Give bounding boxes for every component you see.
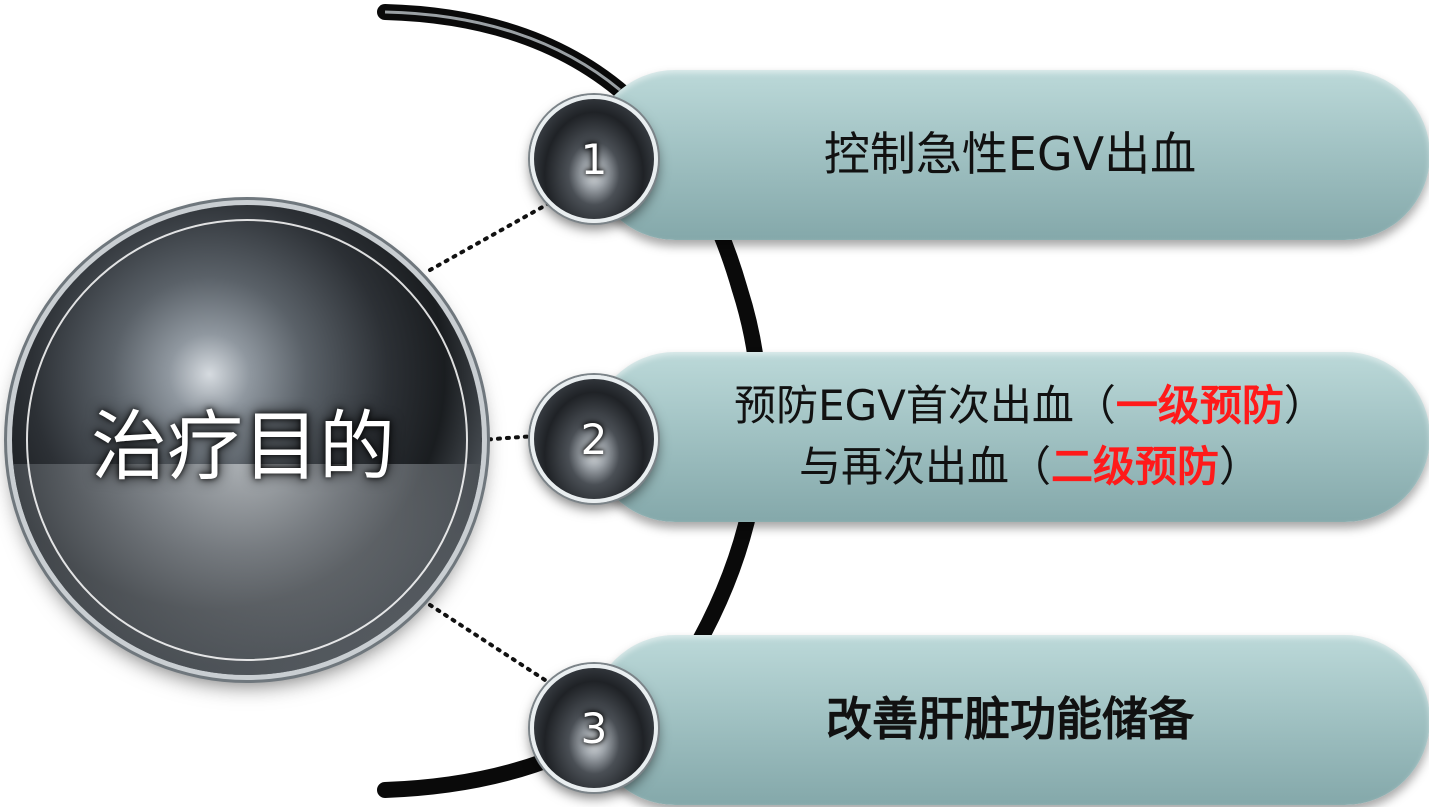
number-badge-3: 3 xyxy=(530,664,658,792)
dotted-connectors xyxy=(428,198,557,682)
objective-2-line-1-part-3: ） xyxy=(1283,381,1326,431)
center-title: 治疗目的 xyxy=(91,402,395,491)
objective-2-line-2: 与再次出血（二级预防） xyxy=(734,437,1326,498)
number-1-label: 1 xyxy=(580,134,608,184)
number-3-label: 3 xyxy=(580,703,608,753)
objective-text-1: 控制急性EGV出血 xyxy=(824,125,1196,185)
objective-pill-1: 控制急性EGV出血 xyxy=(590,70,1429,240)
secondary-prevention-label: 二级预防 xyxy=(1050,442,1219,491)
objective-text-3: 改善肝脏功能储备 xyxy=(826,690,1194,750)
primary-prevention-label: 一级预防 xyxy=(1115,381,1284,431)
objective-pill-2: 预防EGV首次出血（一级预防） 与再次出血（二级预防） xyxy=(590,352,1429,522)
objective-1-line: 控制急性EGV出血 xyxy=(823,127,1197,182)
number-badge-2: 2 xyxy=(530,375,658,503)
objective-text-2: 预防EGV首次出血（一级预防） 与再次出血（二级预防） xyxy=(694,376,1326,498)
number-2-label: 2 xyxy=(580,414,608,464)
objective-2-line-1-part-1: 预防EGV首次出血（ xyxy=(734,381,1116,431)
objective-3-line: 改善肝脏功能储备 xyxy=(826,692,1194,747)
objective-2-line-2-part-1: 与再次出血（ xyxy=(798,442,1051,491)
center-sphere: 治疗目的 xyxy=(12,205,482,675)
objective-pill-3: 改善肝脏功能储备 xyxy=(590,635,1429,805)
objective-2-line-1: 预防EGV首次出血（一级预防） xyxy=(734,376,1326,437)
number-badge-1: 1 xyxy=(530,95,658,223)
objective-2-line-2-part-3: ） xyxy=(1219,442,1262,491)
